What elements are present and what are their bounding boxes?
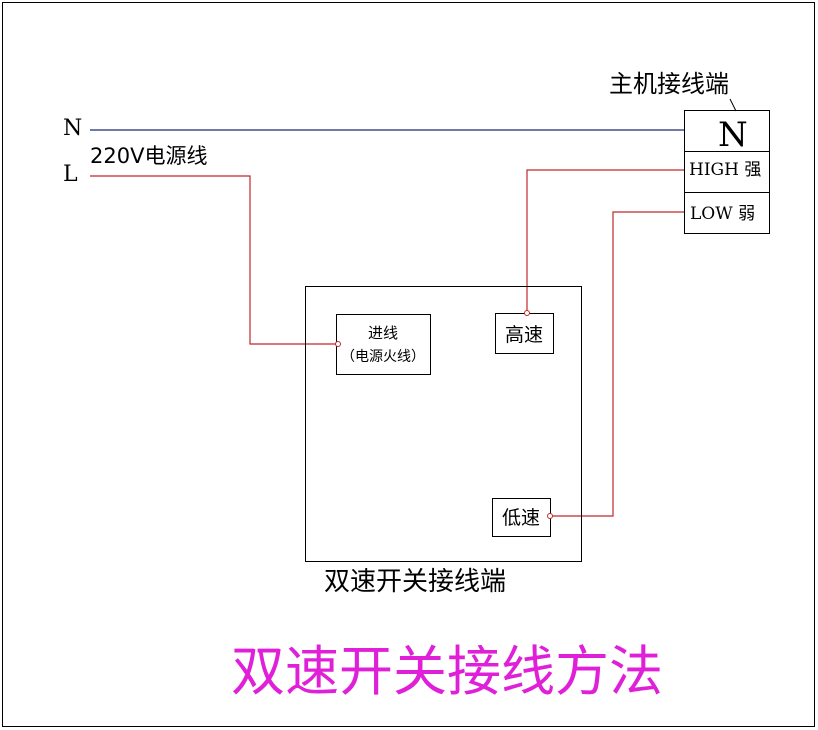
neutral-label: N [63, 116, 82, 141]
live-label: L [63, 162, 78, 187]
host-terminal-n: N [718, 115, 748, 155]
switch-input-sublabel: （电源火线） [341, 349, 425, 365]
switch-low-terminal [492, 498, 551, 537]
low-speed-wire [550, 211, 685, 517]
low-connection-dot [547, 513, 553, 519]
high-connection-dot [524, 310, 530, 316]
live-wire [90, 175, 338, 345]
switch-box [305, 286, 582, 562]
host-terminal-high: HIGH 强 [689, 160, 761, 180]
input-connection-dot [335, 341, 341, 347]
power-source-label: 220V电源线 [90, 144, 207, 168]
host-terminal-leader [729, 98, 737, 112]
host-terminal-block [684, 110, 770, 234]
host-terminal-caption: 主机接线端 [609, 70, 729, 98]
host-terminal-low: LOW 弱 [690, 204, 755, 224]
switch-high-label: 高速 [505, 324, 543, 346]
diagram-title: 双速开关接线方法 [231, 640, 663, 703]
switch-input-label: 进线 [368, 324, 398, 342]
switch-caption: 双速开关接线端 [324, 567, 506, 597]
high-speed-wire [526, 169, 685, 313]
switch-high-terminal [495, 313, 554, 354]
switch-low-label: 低速 [502, 507, 540, 529]
